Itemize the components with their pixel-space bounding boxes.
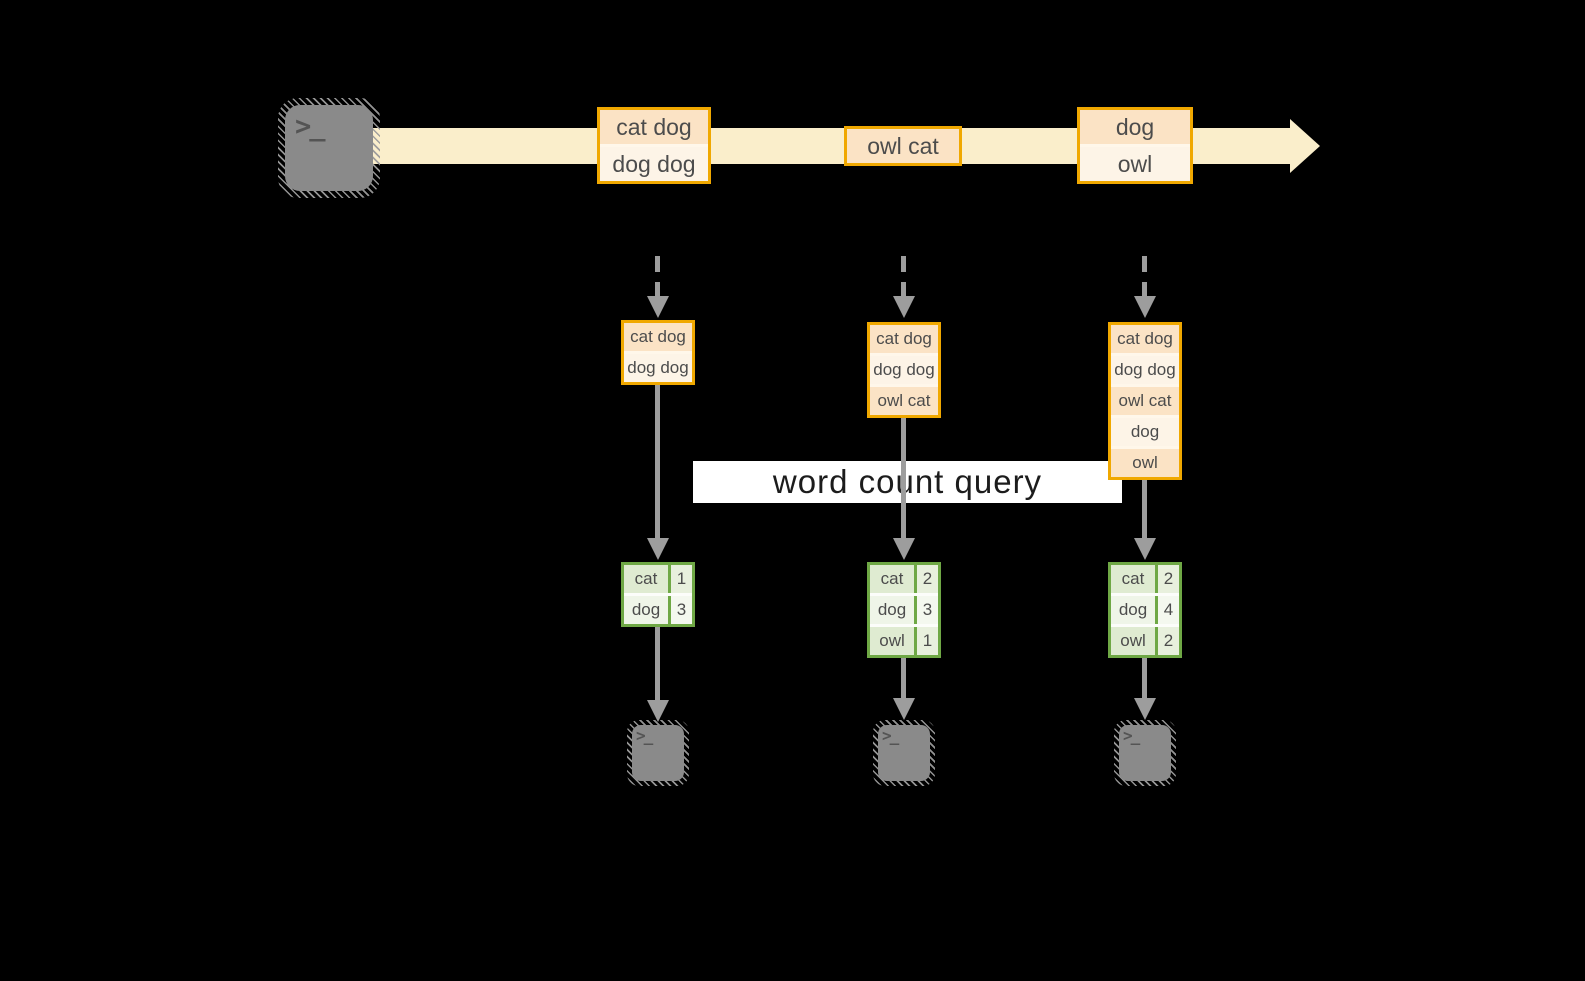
word-cell: owl [1111,627,1155,655]
terminal-prompt-icon: >_ [295,111,325,142]
table-row: dog 3 [870,596,938,624]
count-cell: 1 [917,627,938,655]
table-row: owl 2 [1111,627,1179,655]
word-cell: cat [624,565,668,593]
terminal-body [285,105,373,191]
output-terminal-icon: >_ [627,720,689,786]
query-banner: word count query [693,461,1122,503]
event-stream-arrowhead-icon [1290,119,1320,173]
cell-divider [914,565,917,593]
buffer-row: dog dog [1111,356,1179,384]
buffer-row: dog dog [870,356,938,384]
stream-event-box: dog owl [1077,107,1193,184]
table-row: owl 1 [870,627,938,655]
count-cell: 2 [1158,627,1179,655]
flow-arrow [655,625,660,702]
ingest-arrowhead-icon [647,296,669,318]
ingest-arrow [901,256,906,298]
word-cell: cat [870,565,914,593]
flow-arrowhead-icon [893,538,915,560]
word-cell: dog [870,596,914,624]
count-cell: 2 [917,565,938,593]
cell-divider [1155,627,1158,655]
flow-arrowhead-icon [1134,538,1156,560]
buffer-row: dog [1111,418,1179,446]
ingest-arrow [655,256,660,298]
terminal-prompt-icon: >_ [636,726,653,745]
terminal-body [1119,725,1171,781]
ingest-arrowhead-icon [1134,296,1156,318]
output-terminal-icon: >_ [873,720,935,786]
cell-divider [1155,565,1158,593]
cell-divider [668,565,671,593]
word-count-table: cat 2 dog 3 owl 1 [867,562,941,658]
flow-arrow [1142,478,1147,538]
terminal-prompt-icon: >_ [1123,726,1140,745]
buffer-row: owl [1111,449,1179,477]
count-cell: 3 [671,596,692,624]
event-text: cat dog [600,110,708,144]
stream-event-box: cat dog dog dog [597,107,711,184]
cell-divider [1155,596,1158,624]
count-cell: 2 [1158,565,1179,593]
buffer-row: cat dog [870,325,938,353]
terminal-body [878,725,930,781]
buffer-row: cat dog [624,323,692,351]
count-cell: 1 [671,565,692,593]
word-cell: dog [624,596,668,624]
event-text: dog [1080,110,1190,144]
source-terminal-icon: >_ [278,98,380,198]
ingest-arrow [1142,256,1147,298]
word-count-table: cat 2 dog 4 owl 2 [1108,562,1182,658]
word-count-table: cat 1 dog 3 [621,562,695,627]
count-cell: 4 [1158,596,1179,624]
table-row: cat 2 [870,565,938,593]
event-text: dog dog [600,147,708,181]
flow-arrowhead-icon [647,538,669,560]
flow-arrowhead-icon [647,700,669,722]
flow-arrow [901,416,906,538]
flow-arrow [901,656,906,700]
buffer-row: owl cat [870,387,938,415]
cell-divider [914,596,917,624]
event-buffer: cat dog dog dog owl cat [867,322,941,418]
terminal-body [632,725,684,781]
terminal-prompt-icon: >_ [882,726,899,745]
word-cell: owl [870,627,914,655]
buffer-row: dog dog [624,354,692,382]
word-cell: dog [1111,596,1155,624]
cell-divider [668,596,671,624]
word-cell: cat [1111,565,1155,593]
stream-event-box: owl cat [844,126,962,166]
flow-arrow [1142,656,1147,700]
table-row: dog 3 [624,596,692,624]
event-text: owl cat [847,129,959,163]
event-buffer: cat dog dog dog [621,320,695,385]
ingest-arrowhead-icon [893,296,915,318]
flow-arrow [655,383,660,538]
flow-arrowhead-icon [1134,698,1156,720]
count-cell: 3 [917,596,938,624]
table-row: cat 1 [624,565,692,593]
flow-arrowhead-icon [893,698,915,720]
buffer-row: owl cat [1111,387,1179,415]
cell-divider [914,627,917,655]
table-row: cat 2 [1111,565,1179,593]
buffer-row: cat dog [1111,325,1179,353]
event-buffer: cat dog dog dog owl cat dog owl [1108,322,1182,480]
output-terminal-icon: >_ [1114,720,1176,786]
event-text: owl [1080,147,1190,181]
table-row: dog 4 [1111,596,1179,624]
